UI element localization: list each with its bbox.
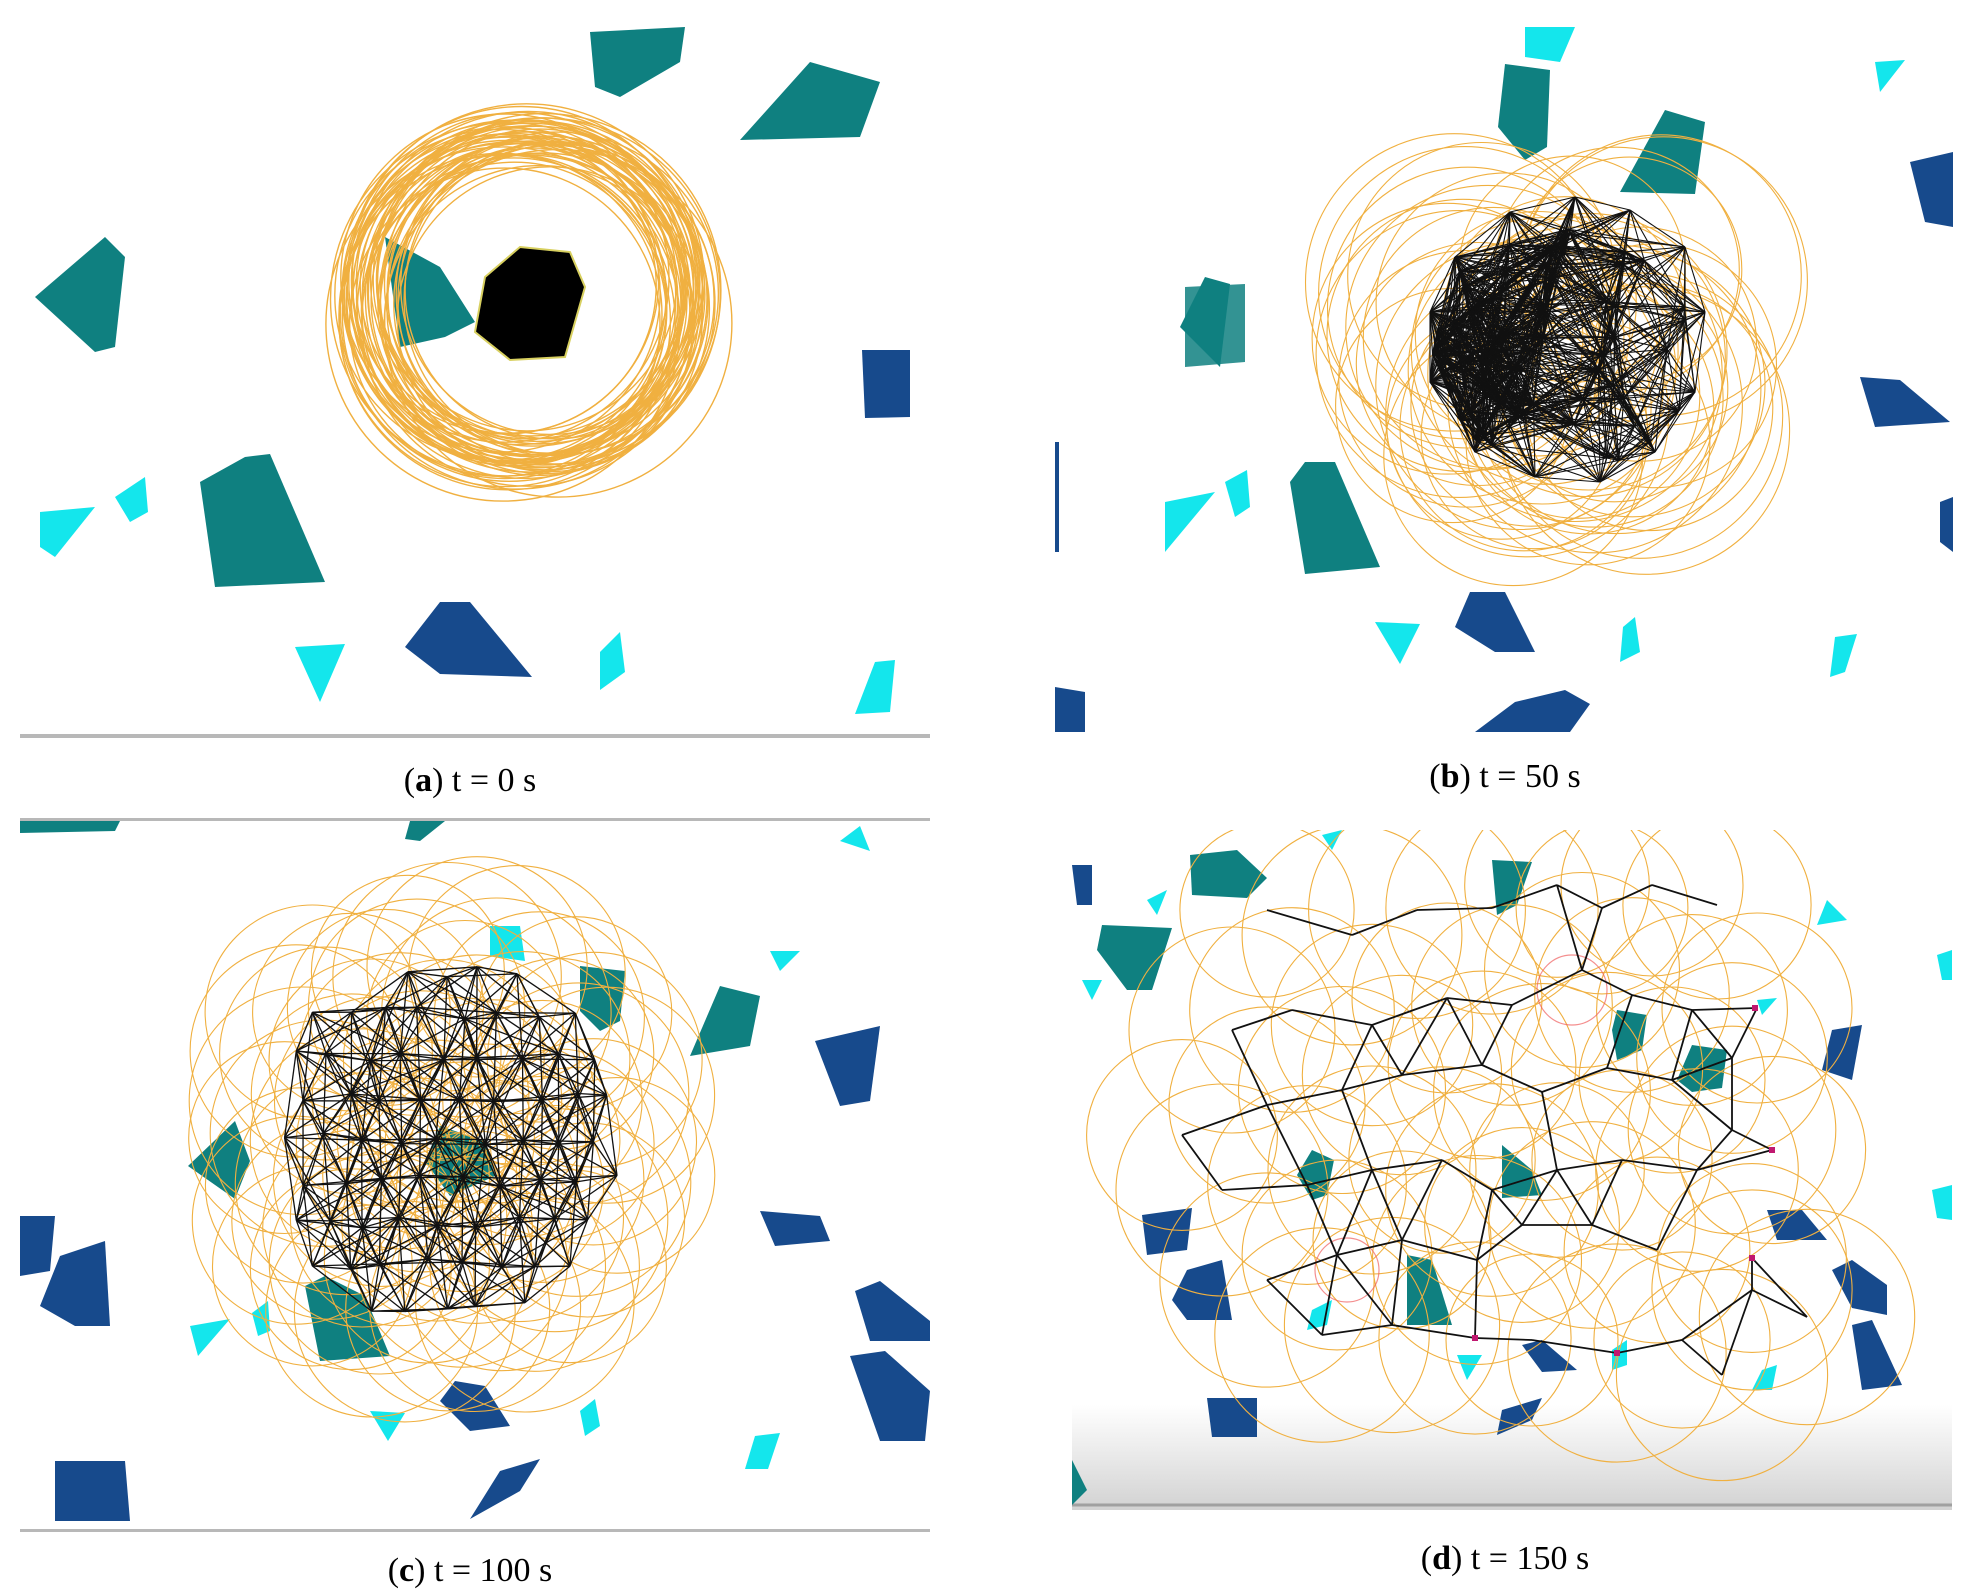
navy-obstacle bbox=[1860, 377, 1950, 427]
navy-obstacle bbox=[760, 1211, 830, 1246]
sensing-range-circles bbox=[1086, 830, 1916, 1482]
teal-obstacle bbox=[1620, 110, 1705, 194]
cyan-obstacle bbox=[1307, 1300, 1332, 1330]
teal-obstacle bbox=[690, 986, 760, 1056]
cyan-obstacle bbox=[1082, 980, 1102, 1000]
highlight-circles bbox=[1314, 954, 1608, 1303]
obstacles bbox=[20, 821, 930, 1521]
navy-obstacle bbox=[1852, 1320, 1902, 1390]
panel-d-simulation-view bbox=[1072, 830, 1952, 1510]
navy-obstacle bbox=[1475, 690, 1590, 732]
cyan-obstacle bbox=[1757, 998, 1777, 1015]
teal-obstacle bbox=[580, 966, 625, 1031]
navy-obstacle bbox=[862, 350, 910, 418]
cyan-obstacle bbox=[840, 826, 870, 851]
cyan-obstacle bbox=[1147, 890, 1167, 915]
teal-obstacle bbox=[1185, 284, 1245, 367]
teal-obstacle bbox=[188, 1121, 250, 1199]
teal-obstacle bbox=[1190, 850, 1267, 898]
cyan-obstacle bbox=[1932, 1185, 1952, 1220]
robot-markers bbox=[1472, 1005, 1775, 1356]
cyan-obstacle bbox=[1457, 1355, 1482, 1380]
cyan-obstacle bbox=[855, 660, 895, 714]
navy-obstacle bbox=[1940, 497, 1953, 552]
teal-obstacle bbox=[200, 454, 325, 587]
navy-obstacle bbox=[440, 1381, 510, 1431]
teal-obstacle bbox=[1290, 462, 1380, 574]
navy-obstacle bbox=[1072, 865, 1092, 905]
robot-cluster bbox=[473, 245, 587, 362]
teal-obstacle bbox=[405, 821, 445, 841]
navy-obstacle bbox=[850, 1351, 930, 1441]
robot-network-mesh bbox=[283, 966, 618, 1313]
teal-obstacle bbox=[1492, 860, 1532, 915]
navy-obstacle bbox=[1455, 592, 1535, 652]
cyan-obstacle bbox=[1165, 492, 1215, 552]
navy-obstacle bbox=[20, 1216, 55, 1276]
cyan-obstacle bbox=[1322, 830, 1342, 850]
navy-obstacle bbox=[1142, 1208, 1192, 1255]
cyan-obstacle bbox=[115, 477, 148, 522]
navy-obstacle bbox=[1172, 1260, 1232, 1320]
navy-obstacle bbox=[1055, 442, 1059, 552]
teal-obstacle bbox=[1097, 925, 1172, 990]
cyan-obstacle bbox=[190, 1319, 230, 1356]
cyan-obstacle bbox=[1830, 634, 1857, 677]
sensing-range-rings bbox=[325, 103, 733, 502]
teal-obstacle bbox=[1407, 1255, 1452, 1325]
navy-obstacle bbox=[55, 1461, 130, 1521]
caption-b: (b) t = 50 s bbox=[1429, 758, 1581, 795]
cyan-obstacle bbox=[1875, 60, 1905, 92]
navy-obstacle bbox=[1207, 1398, 1257, 1437]
cyan-obstacle bbox=[1375, 622, 1420, 664]
navy-obstacle bbox=[1767, 1210, 1827, 1240]
cyan-obstacle bbox=[1225, 470, 1250, 517]
navy-obstacle bbox=[815, 1026, 880, 1106]
cyan-obstacle bbox=[40, 507, 95, 557]
cyan-obstacle bbox=[770, 951, 800, 971]
teal-obstacle bbox=[740, 62, 880, 140]
cyan-obstacle bbox=[295, 644, 345, 702]
cyan-obstacle bbox=[1525, 27, 1575, 62]
navy-obstacle bbox=[1832, 1260, 1887, 1315]
cyan-obstacle bbox=[600, 632, 625, 690]
cyan-obstacle bbox=[1937, 950, 1952, 980]
teal-obstacle bbox=[1498, 64, 1550, 160]
panel-c-simulation-view bbox=[20, 818, 930, 1532]
navy-obstacle bbox=[40, 1241, 110, 1326]
navy-obstacle bbox=[405, 602, 532, 677]
teal-obstacle bbox=[20, 821, 120, 833]
teal-obstacle bbox=[1072, 1460, 1087, 1505]
navy-obstacle bbox=[1055, 687, 1085, 732]
navy-obstacle bbox=[1910, 152, 1953, 227]
teal-obstacle bbox=[1612, 1010, 1647, 1060]
caption-c: (c) t = 100 s bbox=[387, 1552, 553, 1589]
navy-obstacle bbox=[470, 1459, 540, 1519]
panel-a-simulation-view bbox=[20, 22, 930, 738]
cyan-obstacle bbox=[1620, 617, 1640, 662]
obstacles bbox=[1055, 27, 1953, 732]
navy-obstacle bbox=[1522, 1340, 1577, 1372]
navy-obstacle bbox=[1497, 1398, 1542, 1435]
navy-obstacle bbox=[855, 1281, 930, 1341]
caption-d: (d) t = 150 s bbox=[1420, 1540, 1590, 1577]
caption-a: (a) t = 0 s bbox=[403, 762, 537, 799]
cyan-obstacle bbox=[745, 1433, 780, 1469]
panel-b-simulation-view bbox=[1055, 22, 1955, 732]
cyan-obstacle bbox=[1817, 900, 1847, 925]
teal-obstacle bbox=[1502, 1145, 1542, 1198]
cyan-obstacle bbox=[1752, 1365, 1777, 1390]
cyan-obstacle bbox=[580, 1399, 600, 1436]
teal-obstacle bbox=[35, 237, 125, 352]
teal-obstacle bbox=[590, 27, 685, 97]
robot-network-mesh bbox=[1429, 196, 1706, 483]
robot-network-mesh bbox=[1181, 884, 1808, 1376]
